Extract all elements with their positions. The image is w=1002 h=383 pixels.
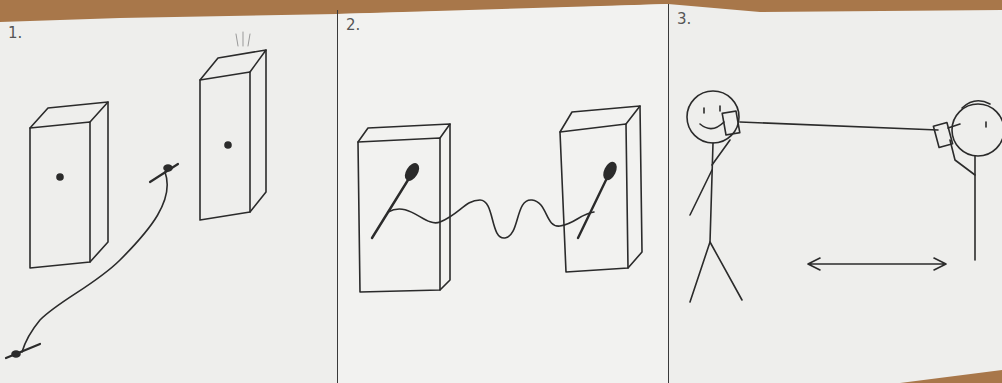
- pencil-drawing: [6, 32, 1002, 358]
- erased-marks: [236, 32, 250, 46]
- matchstick: [6, 344, 40, 358]
- carton-front: [200, 72, 250, 220]
- panel-number: 3.: [677, 10, 691, 28]
- carton-side: [440, 124, 450, 290]
- match-head: [403, 162, 421, 183]
- carton-top: [30, 102, 108, 128]
- phone-hand: [948, 124, 960, 128]
- panel-number: 1.: [8, 24, 22, 42]
- match-head: [164, 165, 172, 171]
- carton-front: [30, 122, 90, 268]
- stick-body: [974, 156, 976, 260]
- stick-arms: [690, 140, 730, 215]
- carton-side: [628, 106, 642, 268]
- comic-panel: 3.: [668, 4, 1002, 383]
- connecting-string: [388, 200, 594, 238]
- matchstick: [578, 180, 606, 238]
- stick-eyes: [704, 106, 720, 113]
- carton-top: [560, 106, 640, 132]
- comic-panel: 1.: [0, 18, 337, 383]
- matchstick: [150, 164, 178, 182]
- stick-smile: [700, 122, 724, 129]
- stick-body: [710, 143, 713, 242]
- carton-hole: [225, 142, 231, 148]
- stick-legs: [690, 242, 742, 302]
- carton-side: [250, 50, 266, 212]
- stick-arms: [950, 140, 975, 175]
- comic-panel: 2.: [337, 10, 668, 383]
- phone-carton: [722, 111, 740, 135]
- carton-hole: [57, 174, 63, 180]
- stick-hair: [962, 101, 990, 108]
- paper-sheet: [0, 4, 1002, 383]
- match-head: [602, 161, 619, 182]
- stick-eyes: [985, 122, 987, 127]
- loose-string: [22, 172, 167, 352]
- stick-head: [952, 104, 1002, 156]
- paper-fold-shade: [337, 4, 668, 383]
- carton-top: [200, 50, 266, 80]
- stick-head: [687, 91, 739, 143]
- phone-carton: [933, 123, 952, 148]
- carton-side: [90, 102, 108, 262]
- carton-top: [358, 124, 450, 142]
- match-head: [12, 351, 20, 357]
- carton-front: [560, 124, 628, 272]
- distance-arrow: [808, 258, 946, 270]
- taut-string: [740, 122, 938, 130]
- panel-number: 2.: [346, 16, 360, 34]
- carton-front: [358, 138, 440, 292]
